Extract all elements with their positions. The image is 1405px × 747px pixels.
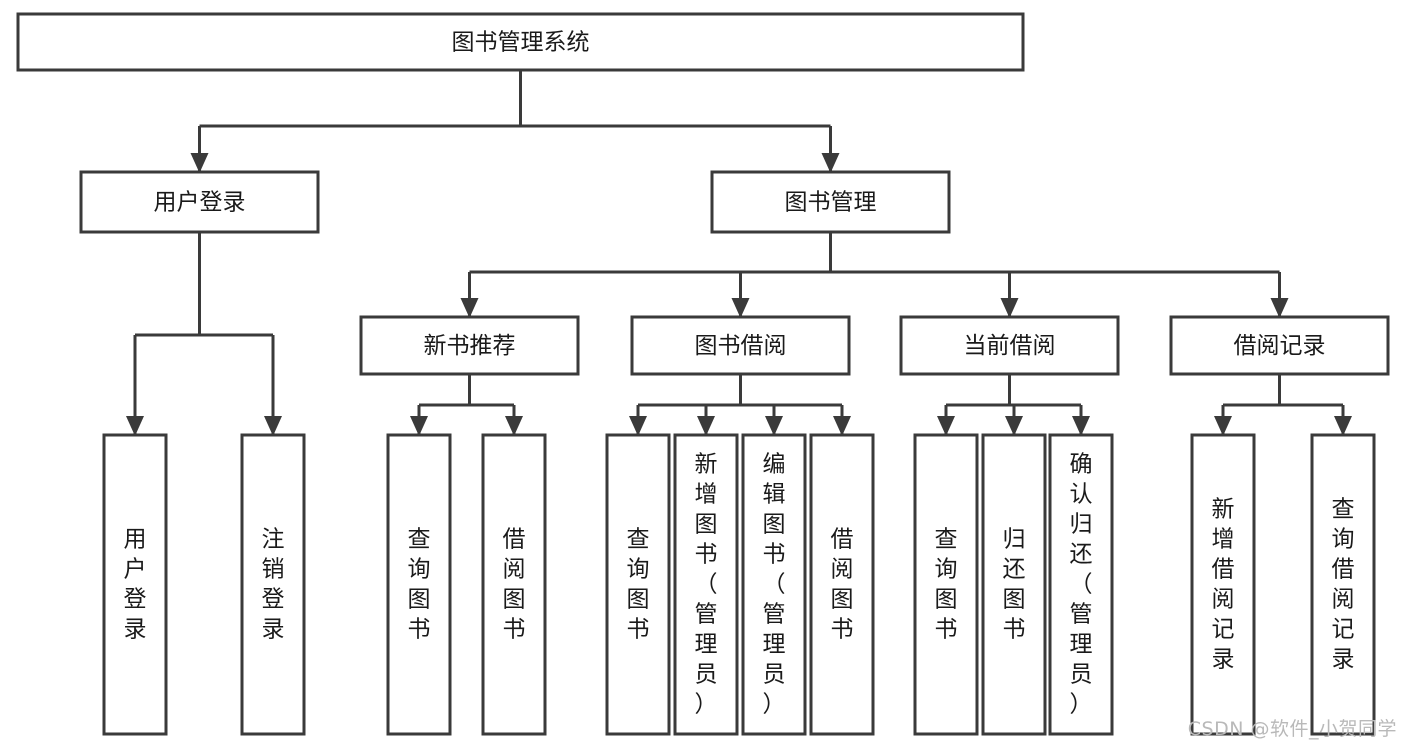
node-box-bookmgmt[interactable]: [710, 170, 951, 234]
arrow-head-icon-leaf-newbook-2: [505, 416, 523, 436]
arrow-head-icon-leaf-login-1: [126, 416, 144, 436]
node-box-root[interactable]: [16, 12, 1025, 72]
node-records[interactable]: 借阅记录: [1169, 315, 1390, 376]
node-box-leaf-login-1[interactable]: [102, 433, 168, 736]
node-leaf-borrow-2[interactable]: 新增图书（管理员）: [673, 433, 739, 736]
node-leaf-records-1[interactable]: 新增借阅记录: [1190, 433, 1256, 736]
node-box-leaf-borrow-3[interactable]: [741, 433, 807, 736]
node-box-records[interactable]: [1169, 315, 1390, 376]
node-label-borrow: 图书借阅: [695, 333, 787, 359]
arrow-head-icon-borrow: [731, 298, 750, 318]
arrow-head-icon-bookmgmt: [821, 153, 840, 173]
node-label-leaf-borrow-3: 编辑图书（管理员）: [763, 452, 786, 718]
node-label-leaf-records-2: 查询借阅记录: [1332, 497, 1355, 673]
node-leaf-current-2[interactable]: 归还图书: [981, 433, 1047, 736]
node-borrow[interactable]: 图书借阅: [630, 315, 851, 376]
node-current[interactable]: 当前借阅: [899, 315, 1120, 376]
node-layer: 图书管理系统用户登录图书管理新书推荐图书借阅当前借阅借阅记录用户登录注销登录查询…: [16, 12, 1390, 736]
node-label-leaf-newbook-1: 查询图书: [408, 527, 431, 643]
node-leaf-login-2[interactable]: 注销登录: [240, 433, 306, 736]
node-label-leaf-login-2: 注销登录: [262, 527, 285, 643]
node-box-leaf-newbook-2[interactable]: [481, 433, 547, 736]
node-box-leaf-records-2[interactable]: [1310, 433, 1376, 736]
node-label-leaf-current-2: 归还图书: [1003, 527, 1026, 643]
node-label-login: 用户登录: [154, 190, 246, 216]
node-label-leaf-borrow-1: 查询图书: [627, 527, 650, 643]
node-box-borrow[interactable]: [630, 315, 851, 376]
arrow-head-icon-leaf-current-1: [937, 416, 955, 436]
node-leaf-login-1[interactable]: 用户登录: [102, 433, 168, 736]
arrow-head-icon-leaf-borrow-2: [697, 416, 715, 436]
node-box-leaf-current-3[interactable]: [1048, 433, 1114, 736]
node-newbook[interactable]: 新书推荐: [359, 315, 580, 376]
node-label-leaf-records-1: 新增借阅记录: [1212, 497, 1235, 673]
node-label-current: 当前借阅: [964, 333, 1056, 359]
node-box-leaf-borrow-4[interactable]: [809, 433, 875, 736]
arrow-head-icon-newbook: [460, 298, 479, 318]
arrow-head-icon-login: [190, 153, 209, 173]
node-box-leaf-borrow-2[interactable]: [673, 433, 739, 736]
node-box-newbook[interactable]: [359, 315, 580, 376]
node-label-leaf-borrow-4: 借阅图书: [831, 527, 854, 643]
node-leaf-records-2[interactable]: 查询借阅记录: [1310, 433, 1376, 736]
node-box-leaf-login-2[interactable]: [240, 433, 306, 736]
node-label-bookmgmt: 图书管理: [785, 190, 877, 216]
node-label-leaf-newbook-2: 借阅图书: [503, 527, 526, 643]
node-box-leaf-current-1[interactable]: [913, 433, 979, 736]
node-leaf-newbook-1[interactable]: 查询图书: [386, 433, 452, 736]
node-leaf-current-3[interactable]: 确认归还（管理员）: [1048, 433, 1114, 736]
node-leaf-borrow-1[interactable]: 查询图书: [605, 433, 671, 736]
arrow-head-icon-leaf-borrow-4: [833, 416, 851, 436]
node-bookmgmt[interactable]: 图书管理: [710, 170, 951, 234]
node-root[interactable]: 图书管理系统: [16, 12, 1025, 72]
arrow-head-icon-leaf-newbook-1: [410, 416, 428, 436]
arrow-head-icon-current: [1000, 298, 1019, 318]
arrow-head-icon-leaf-current-3: [1072, 416, 1090, 436]
node-box-leaf-borrow-1[interactable]: [605, 433, 671, 736]
node-box-leaf-records-1[interactable]: [1190, 433, 1256, 736]
arrow-head-icon-leaf-borrow-1: [629, 416, 647, 436]
node-leaf-borrow-4[interactable]: 借阅图书: [809, 433, 875, 736]
node-label-newbook: 新书推荐: [424, 333, 516, 359]
node-label-leaf-current-3: 确认归还（管理员）: [1070, 452, 1093, 718]
node-leaf-newbook-2[interactable]: 借阅图书: [481, 433, 547, 736]
node-leaf-current-1[interactable]: 查询图书: [913, 433, 979, 736]
node-label-records: 借阅记录: [1234, 333, 1326, 359]
arrow-head-icon-leaf-current-2: [1005, 416, 1023, 436]
node-box-login[interactable]: [79, 170, 320, 234]
node-login[interactable]: 用户登录: [79, 170, 320, 234]
arrow-head-icon-leaf-login-2: [264, 416, 282, 436]
connector-layer: [126, 70, 1352, 436]
node-box-leaf-current-2[interactable]: [981, 433, 1047, 736]
arrow-head-icon-leaf-records-2: [1334, 416, 1352, 436]
node-box-leaf-newbook-1[interactable]: [386, 433, 452, 736]
node-box-current[interactable]: [899, 315, 1120, 376]
arrow-head-icon-leaf-borrow-3: [765, 416, 783, 436]
node-label-root: 图书管理系统: [452, 30, 590, 56]
arrow-head-icon-records: [1270, 298, 1289, 318]
arrow-head-icon-leaf-records-1: [1214, 416, 1232, 436]
node-label-leaf-current-1: 查询图书: [935, 527, 958, 643]
node-leaf-borrow-3[interactable]: 编辑图书（管理员）: [741, 433, 807, 736]
node-label-leaf-borrow-2: 新增图书（管理员）: [695, 452, 718, 718]
node-label-leaf-login-1: 用户登录: [124, 527, 147, 643]
